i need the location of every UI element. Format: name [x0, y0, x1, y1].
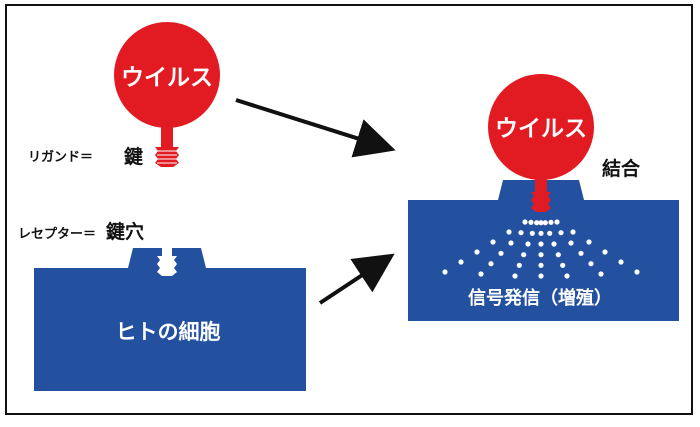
signal-dot	[634, 269, 640, 275]
signal-dot	[538, 252, 544, 258]
signal-dot	[518, 230, 524, 236]
left-virus: ウイルス	[114, 22, 220, 167]
right-signal-label: 信号発信（増殖）	[468, 287, 612, 309]
signal-dot	[478, 271, 484, 277]
signal-dot	[578, 250, 584, 256]
receptor-label: レセプター＝	[18, 227, 96, 242]
signal-dot	[588, 261, 594, 267]
signal-dot	[498, 250, 504, 256]
signal-dot	[558, 230, 564, 236]
signal-dot	[474, 249, 480, 255]
right-cell-body	[408, 180, 679, 321]
signal-dot	[538, 230, 544, 236]
signal-dot	[560, 262, 566, 268]
signal-dot	[442, 269, 448, 275]
signal-dot	[570, 229, 576, 235]
signal-dot	[490, 239, 496, 245]
right-ligand-key	[531, 176, 551, 212]
right-virus: ウイルス	[488, 74, 594, 212]
signal-dot	[564, 273, 570, 279]
left-ligand-key	[155, 125, 179, 167]
signal-dot	[529, 230, 535, 236]
signal-dot	[602, 249, 608, 255]
signal-dot	[551, 241, 557, 247]
signal-dot	[586, 239, 592, 245]
receptor-key-label: 鍵穴	[106, 220, 144, 243]
ligand-label: リガンド＝	[28, 150, 93, 165]
signal-dot	[554, 219, 560, 225]
signal-dot	[568, 240, 574, 246]
ligand-key-label: 鍵	[124, 145, 143, 168]
binding-label: 結合	[602, 157, 641, 180]
left-cell-body	[34, 248, 306, 391]
right-human-cell: 信号発信（増殖）	[408, 180, 679, 321]
arrow-cell-to-binding	[318, 253, 395, 305]
right-virus-label: ウイルス	[495, 116, 587, 142]
signal-dot	[538, 273, 544, 279]
signal-dot	[547, 230, 553, 236]
signal-dot	[534, 220, 540, 226]
signal-dot	[548, 219, 554, 225]
signal-dot	[506, 229, 512, 235]
outer-frame	[5, 4, 693, 415]
left-virus-label: ウイルス	[121, 65, 213, 91]
signal-dot	[538, 241, 544, 247]
signal-dot	[555, 252, 561, 258]
signal-dot	[598, 271, 604, 277]
signal-dot	[508, 240, 514, 246]
signal-dot	[488, 261, 494, 267]
signal-dot	[618, 259, 624, 265]
signal-dot	[522, 219, 528, 225]
signal-dot	[538, 262, 544, 268]
left-human-cell: ヒトの細胞	[34, 248, 306, 391]
signal-dot	[528, 219, 534, 225]
signal-dot	[538, 220, 544, 226]
left-receptor-keyhole	[157, 248, 177, 276]
signal-dot	[458, 259, 464, 265]
left-virus-ball	[114, 22, 220, 128]
signal-dot	[542, 220, 548, 226]
arrow-virus-to-binding	[235, 98, 396, 158]
signal-dot	[525, 241, 531, 247]
signal-dot	[516, 262, 522, 268]
left-cell-label: ヒトの細胞	[116, 320, 221, 344]
signal-dot	[521, 252, 527, 258]
signal-dot	[512, 273, 518, 279]
signal-dots	[442, 219, 640, 279]
right-virus-ball	[488, 74, 594, 180]
